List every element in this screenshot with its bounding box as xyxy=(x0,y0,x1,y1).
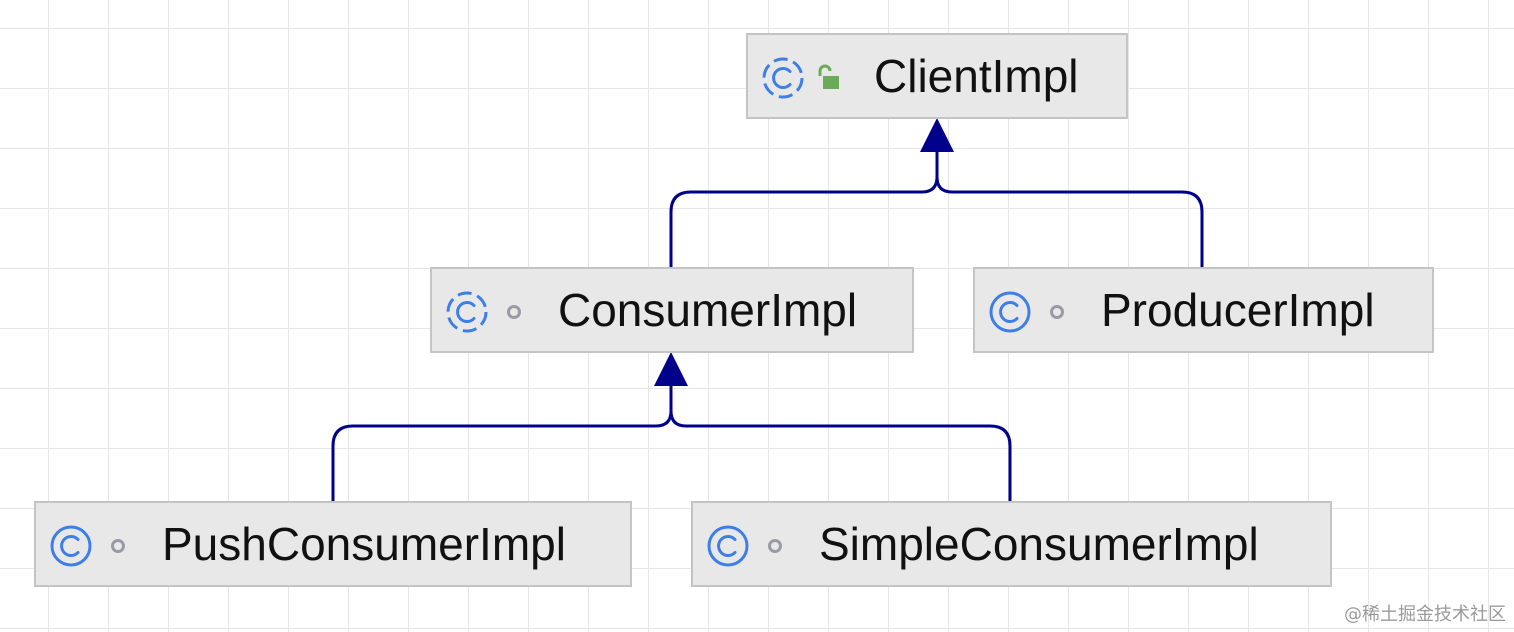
edge-producer-to-client xyxy=(935,150,1204,268)
class-node-client-impl[interactable]: ClientImpl xyxy=(746,33,1128,119)
class-node-push-consumer-impl[interactable]: PushConsumerImpl xyxy=(34,501,632,587)
package-private-dot-icon xyxy=(768,539,782,553)
class-name-label: ClientImpl xyxy=(874,50,1079,102)
class-icon xyxy=(989,291,1031,333)
public-unlock-icon xyxy=(818,64,839,89)
class-icon xyxy=(707,525,749,567)
class-node-consumer-impl[interactable]: ConsumerImpl xyxy=(430,267,914,353)
edge-simple-to-consumer xyxy=(669,384,1012,502)
class-node-simple-consumer-impl[interactable]: SimpleConsumerImpl xyxy=(691,501,1332,587)
class-icon xyxy=(50,525,92,567)
inheritance-arrowhead-client xyxy=(920,118,954,152)
abstract-class-icon xyxy=(446,291,488,333)
package-private-dot-icon xyxy=(1050,305,1064,319)
class-name-label: PushConsumerImpl xyxy=(162,518,566,570)
class-name-label: ProducerImpl xyxy=(1101,284,1375,336)
edge-consumer-to-client xyxy=(669,150,939,268)
class-node-producer-impl[interactable]: ProducerImpl xyxy=(973,267,1434,353)
edge-push-to-consumer xyxy=(331,384,673,502)
package-private-dot-icon xyxy=(111,539,125,553)
watermark-text: @稀土掘金技术社区 xyxy=(1344,604,1506,625)
class-name-label: SimpleConsumerImpl xyxy=(819,518,1259,570)
package-private-dot-icon xyxy=(507,305,521,319)
inheritance-arrowhead-consumer xyxy=(654,352,688,386)
abstract-class-icon xyxy=(762,57,804,99)
class-name-label: ConsumerImpl xyxy=(558,284,858,336)
